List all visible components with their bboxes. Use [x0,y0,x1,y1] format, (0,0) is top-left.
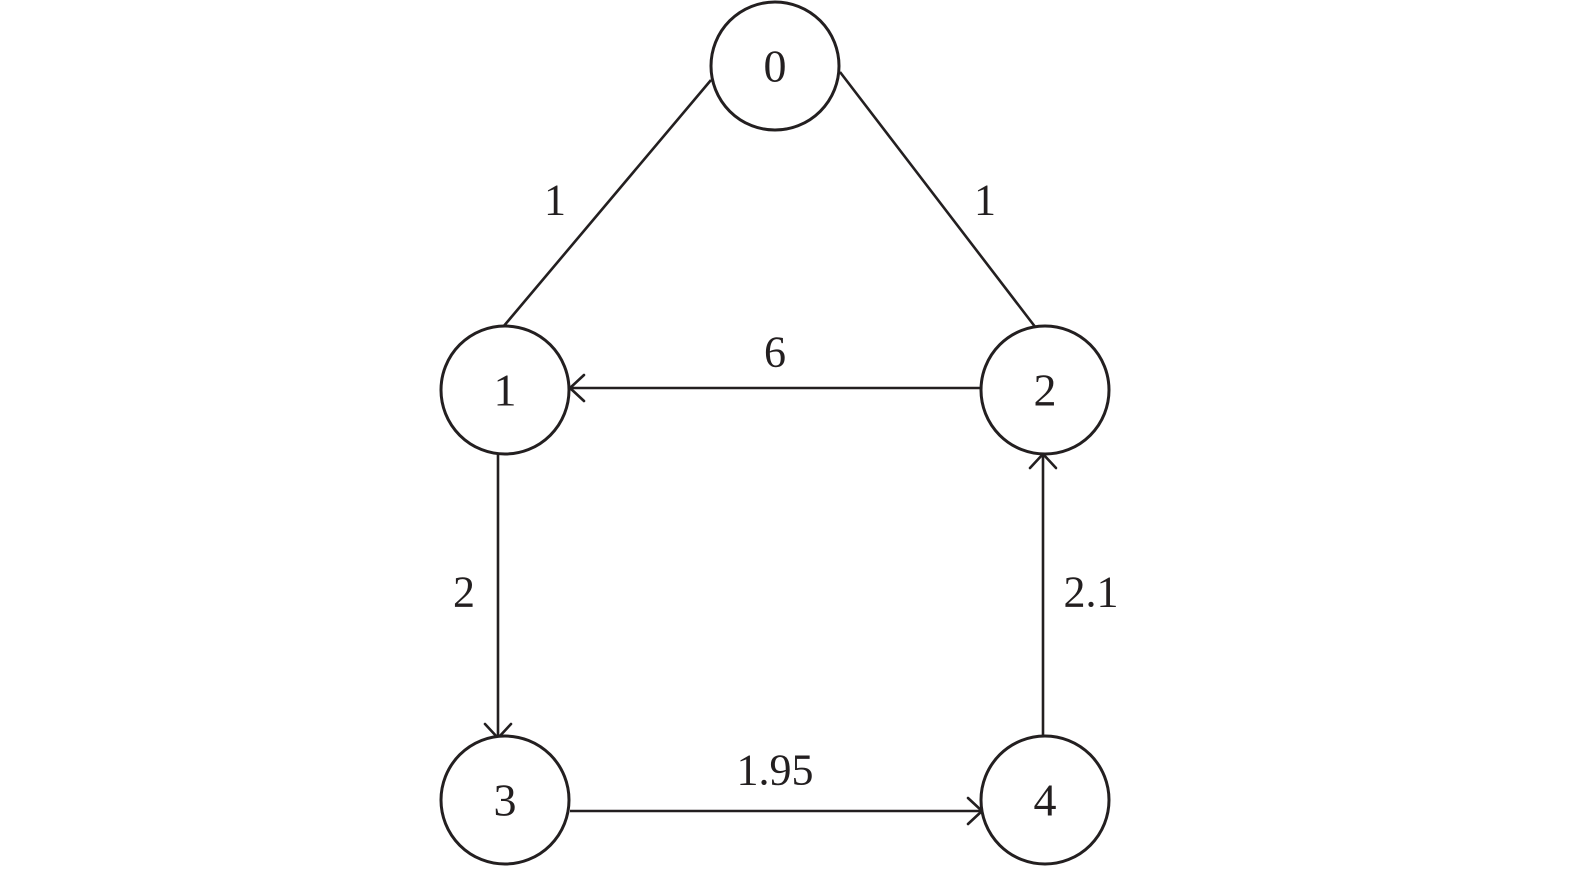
edge-label-4-2: 2.1 [1064,568,1119,617]
nodes: 0 1 2 3 4 [439,0,1111,866]
node-1-circle [439,324,571,456]
node-2: 2 [979,324,1111,456]
edge-0-1 [502,79,712,328]
node-4-circle [979,734,1111,866]
node-0-circle [709,0,841,132]
node-4-label: 4 [1034,775,1057,826]
edge-label-1-3: 2 [453,568,475,617]
node-1-label: 1 [494,365,517,416]
node-3: 3 [439,734,571,866]
node-1: 1 [439,324,571,456]
edge-label-0-1: 1 [544,176,566,225]
edge-label-3-4: 1.95 [737,746,814,795]
edges [496,71,1045,813]
edge-0-2 [838,71,1038,329]
edge-labels: 1 1 6 2 1.95 2.1 [453,176,1119,795]
node-0: 0 [709,0,841,132]
node-2-circle [979,324,1111,456]
node-3-circle [439,734,571,866]
edge-label-2-1: 6 [764,328,786,377]
node-2-label: 2 [1034,365,1057,416]
edge-label-0-2: 1 [974,176,996,225]
node-3-label: 3 [494,775,517,826]
node-4: 4 [979,734,1111,866]
node-0-label: 0 [764,41,787,92]
